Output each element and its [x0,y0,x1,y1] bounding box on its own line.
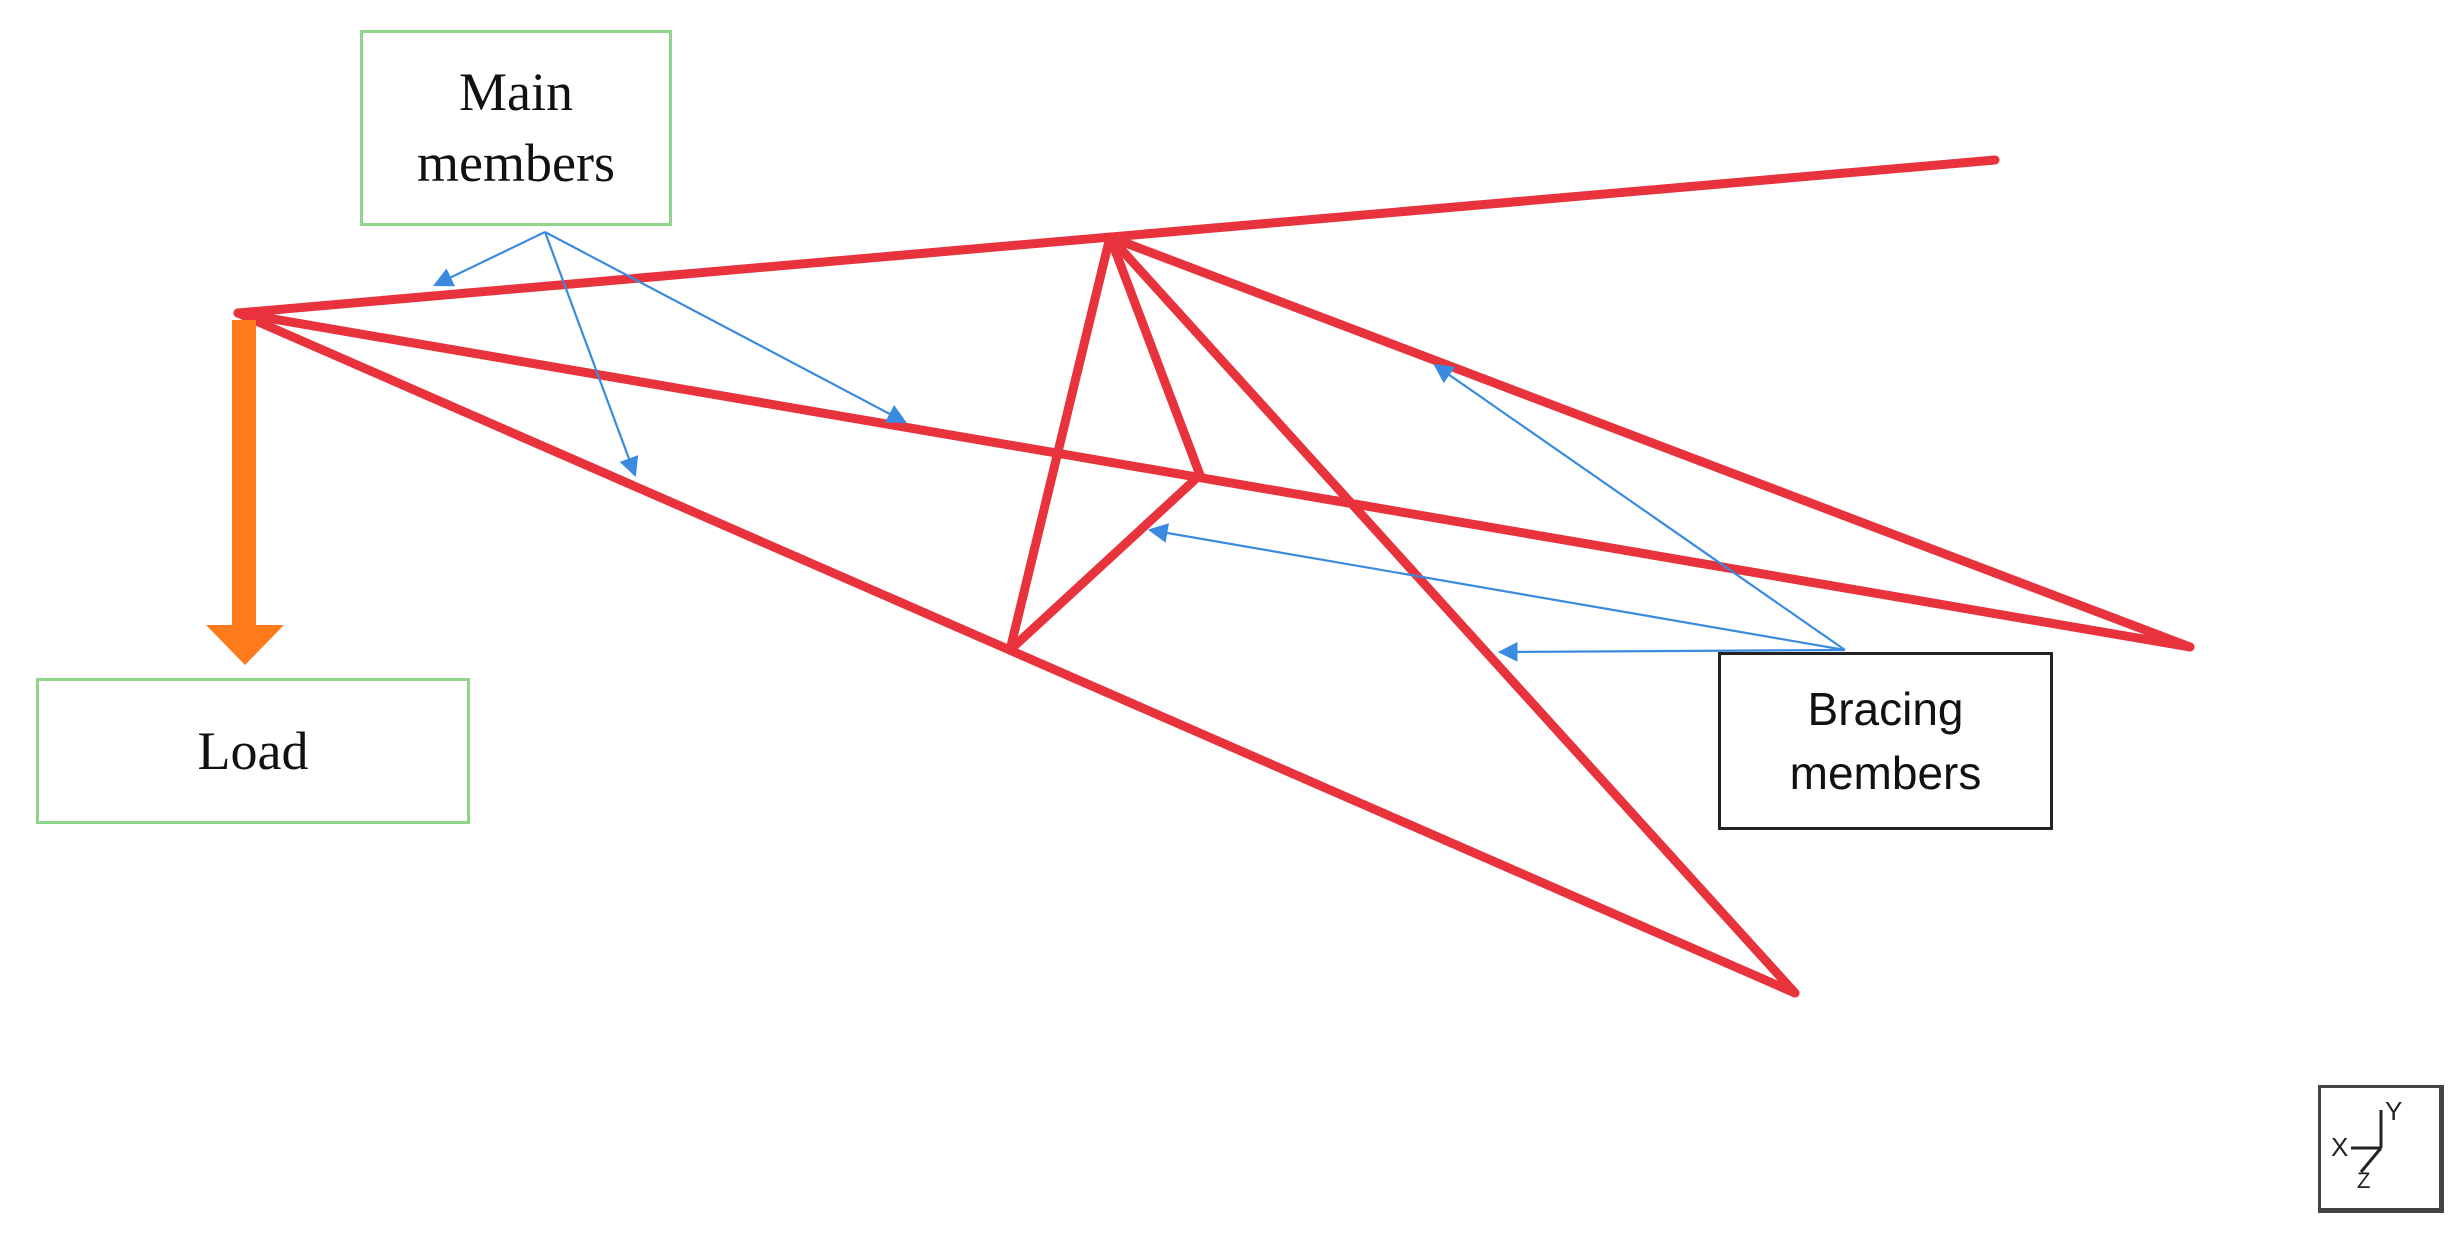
main-members [233,155,2195,998]
leader-main-1 [433,231,546,287]
leader-bracing-3 [1497,641,1846,662]
bracing-member-3 [1005,470,1205,655]
bracing-member-2 [1105,232,1205,480]
bracing-members-label: Bracing members [1718,652,2053,830]
bracing-members-leaders [1147,363,1846,662]
leader-main-2 [543,231,639,478]
main-member-middle-chord [233,308,2195,652]
leader-main-3 [544,231,907,424]
leader-bracing-1 [1433,363,1846,651]
axis-z-label: Z [2357,1168,2371,1193]
bracing-members-label-line1: Bracing [1807,682,1964,735]
main-members-label-line2: members [417,133,615,193]
load-label-text: Load [197,721,309,781]
down-arrow-icon [206,320,284,665]
bracing-member-1 [1005,232,1115,655]
bracing-member-5 [1105,232,2195,652]
bracing-members [1005,232,2195,998]
main-members-leaders [433,231,907,478]
axis-y-label: Y [2385,1096,2403,1126]
main-members-label: Main members [360,30,672,226]
axis-x-label: X [2331,1132,2349,1162]
axis-triad-icon: Y X Z [2318,1085,2444,1213]
main-members-label-line1: Main [459,61,573,122]
leader-bracing-2 [1147,523,1846,652]
bracing-member-4 [1105,232,1800,998]
bracing-members-label-line2: members [1789,747,1982,799]
axis-triad-lines [2351,1110,2383,1173]
main-member-bottom-chord [233,308,1800,998]
load-label: Load [36,678,470,824]
